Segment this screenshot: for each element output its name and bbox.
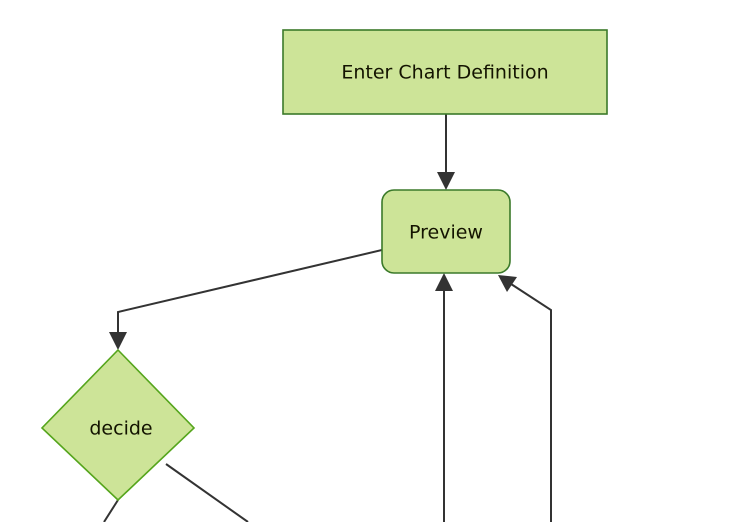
node-preview[interactable]: Preview <box>381 189 511 274</box>
node-decide-label: decide <box>89 418 152 440</box>
node-preview-shape[interactable] <box>381 189 511 274</box>
edge-enter-to-preview <box>437 114 455 190</box>
edge-enter-to-preview-arrowhead <box>437 172 455 190</box>
edge-bottom-center-to-preview-arrowhead <box>435 273 453 291</box>
node-enter-chart-definition[interactable]: Enter Chart Definition <box>282 29 608 115</box>
node-preview-label: Preview <box>409 222 483 244</box>
node-decide[interactable]: decide <box>40 348 196 502</box>
node-enter-chart-definition-shape[interactable] <box>282 29 608 115</box>
edge-decide-right-out-line <box>165 463 249 522</box>
edge-decide-bottom-out <box>103 499 119 522</box>
edge-decide-right-out <box>165 463 249 522</box>
edge-decide-bottom-out-line <box>103 499 119 522</box>
edge-preview-to-decide <box>109 249 383 350</box>
edge-bottom-right-to-preview-line <box>507 281 552 522</box>
node-enter-chart-definition-label: Enter Chart Definition <box>341 62 548 84</box>
edge-bottom-right-to-preview-arrowhead <box>498 275 517 292</box>
edge-bottom-right-to-preview <box>498 275 552 522</box>
node-decide-shape[interactable] <box>40 348 196 502</box>
edge-preview-to-decide-line <box>117 249 383 338</box>
edge-preview-to-decide-arrowhead <box>109 332 127 350</box>
edge-bottom-center-to-preview <box>435 273 453 522</box>
